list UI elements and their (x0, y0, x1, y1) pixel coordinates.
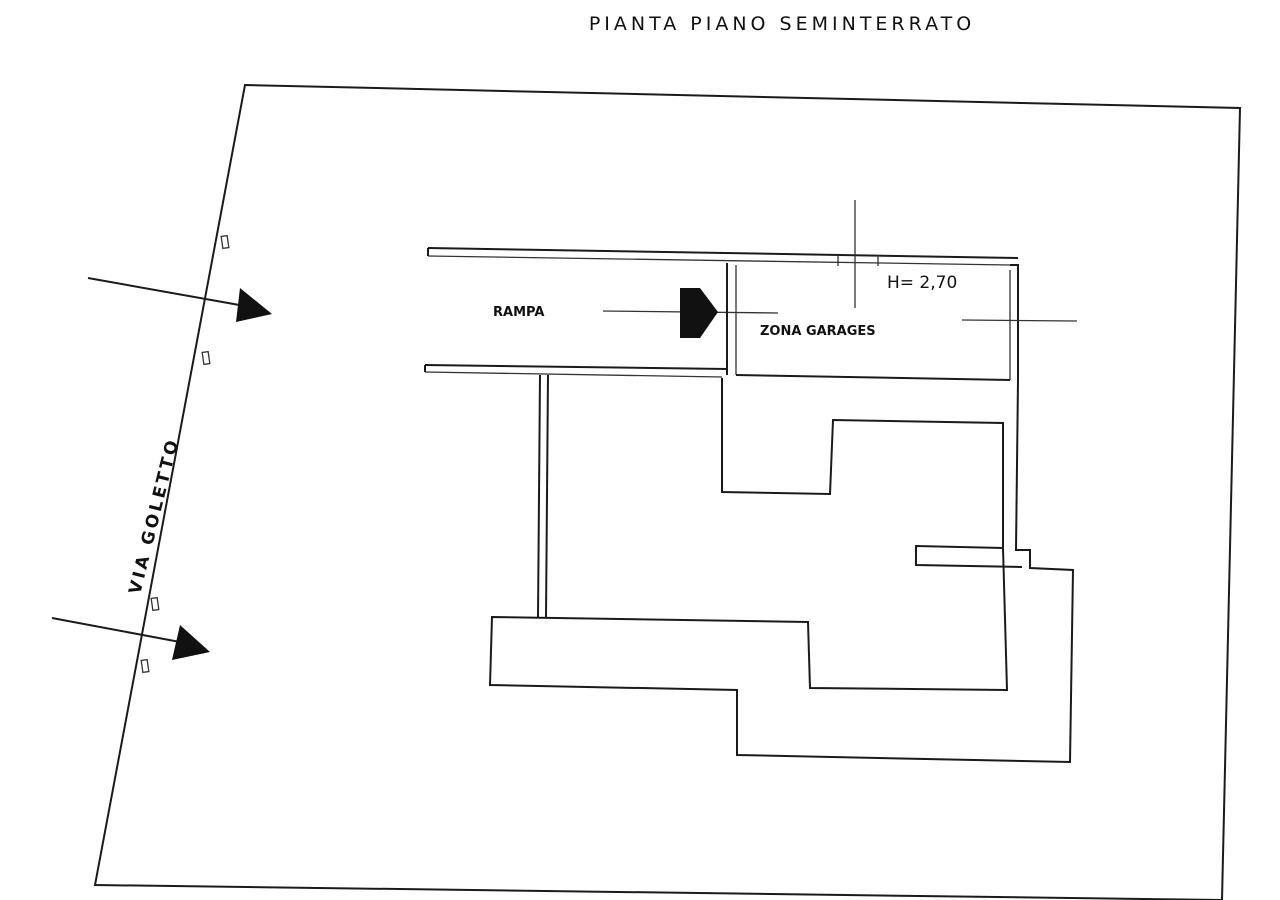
plan-title: PIANTA PIANO SEMINTERRATO (589, 13, 975, 35)
ramp-walls (424, 247, 1019, 378)
entrance-arrow-lower (51, 617, 210, 660)
ramp-label: RAMPA (493, 305, 544, 320)
gate-marks (140, 234, 230, 674)
garage-zone-label: ZONA GARAGES (760, 324, 876, 339)
lot-boundary (93, 83, 1242, 900)
entrance-arrow-upper (87, 277, 272, 322)
ramp-direction-arrow (602, 288, 779, 338)
building-outline (488, 374, 1075, 764)
ceiling-height-label: H= 2,70 (887, 273, 957, 293)
garage-room (726, 200, 1078, 381)
